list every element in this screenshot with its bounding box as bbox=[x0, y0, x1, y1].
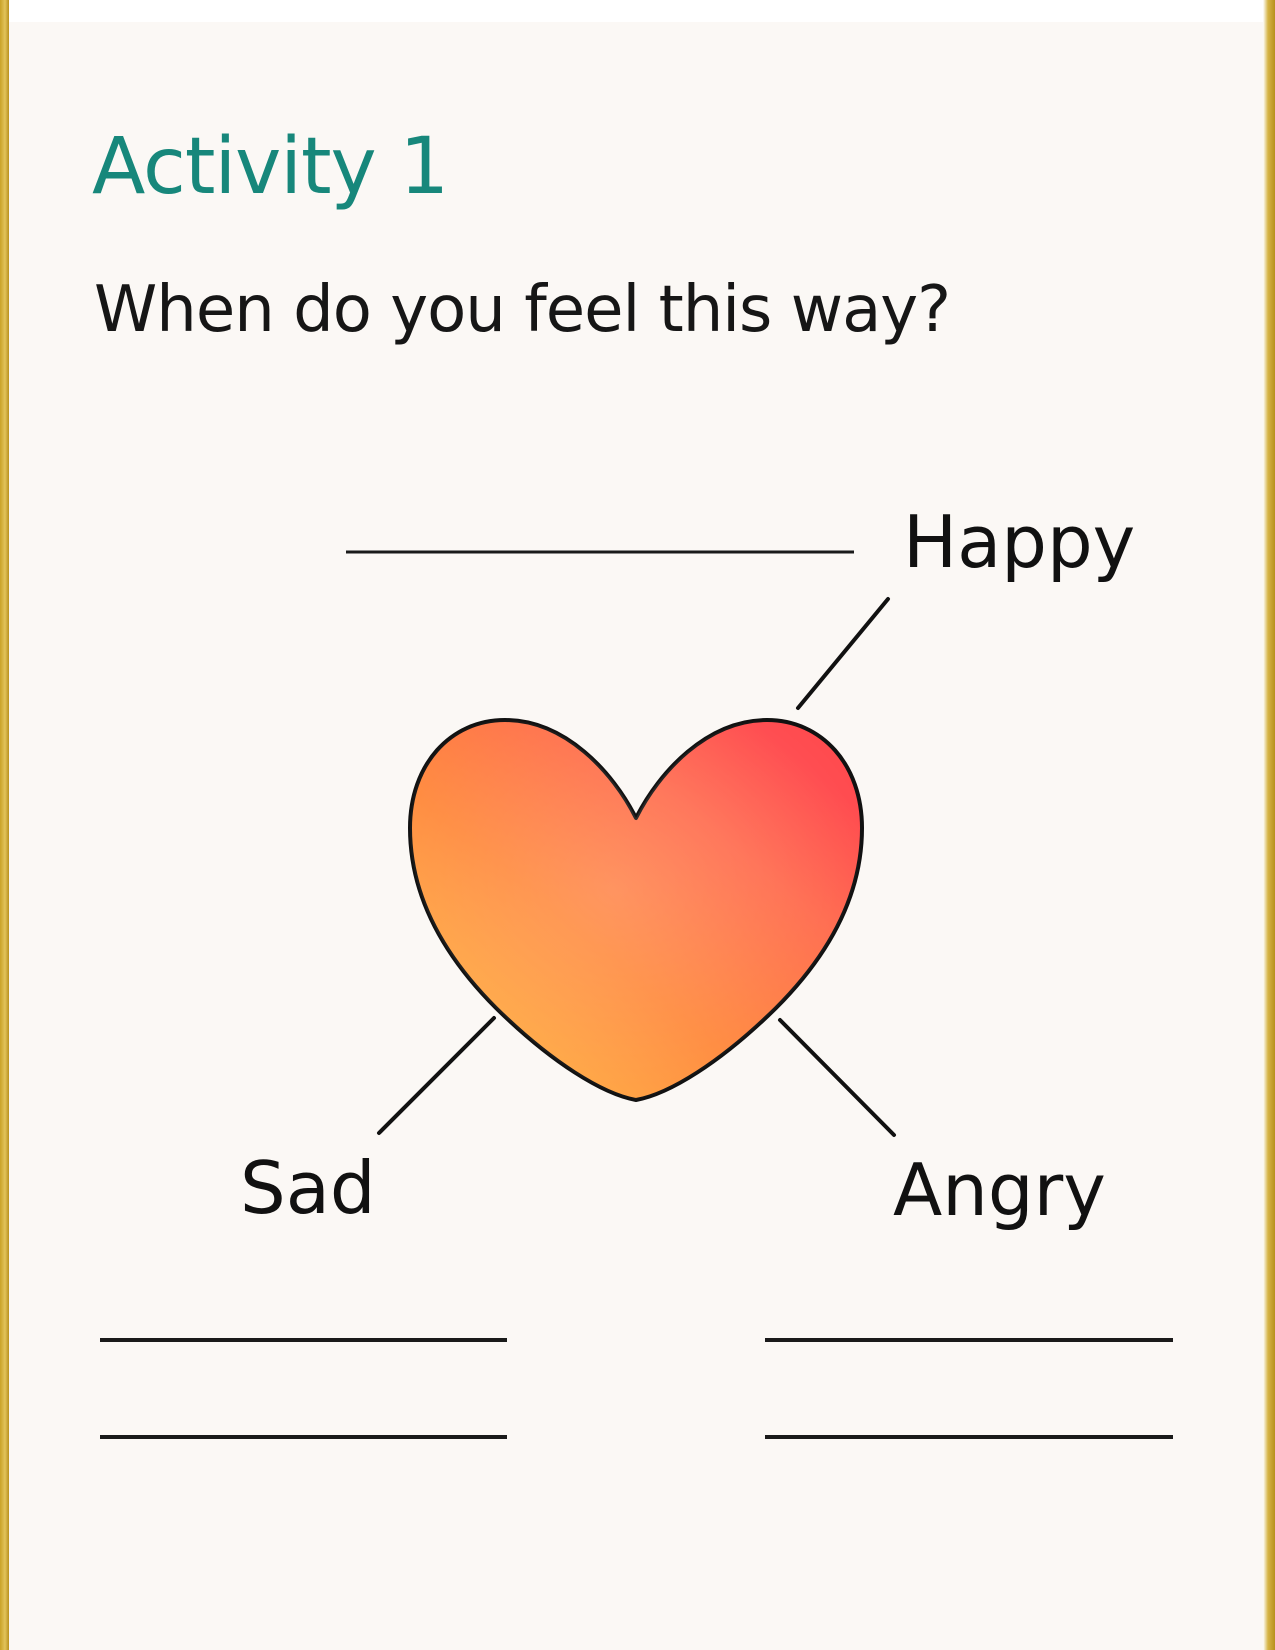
sad-connector-line bbox=[377, 1016, 496, 1135]
angry-label: Angry bbox=[893, 1148, 1106, 1232]
happy-label: Happy bbox=[903, 500, 1136, 584]
angry-connector-line bbox=[778, 1018, 896, 1137]
worksheet-prompt: When do you feel this way? bbox=[94, 273, 951, 347]
activity-title: Activity 1 bbox=[92, 122, 449, 212]
happy-connector-line bbox=[796, 597, 890, 710]
sad-label: Sad bbox=[240, 1146, 376, 1230]
heart-highlight bbox=[410, 720, 862, 1100]
gold-page-border-right bbox=[1263, 0, 1275, 1650]
